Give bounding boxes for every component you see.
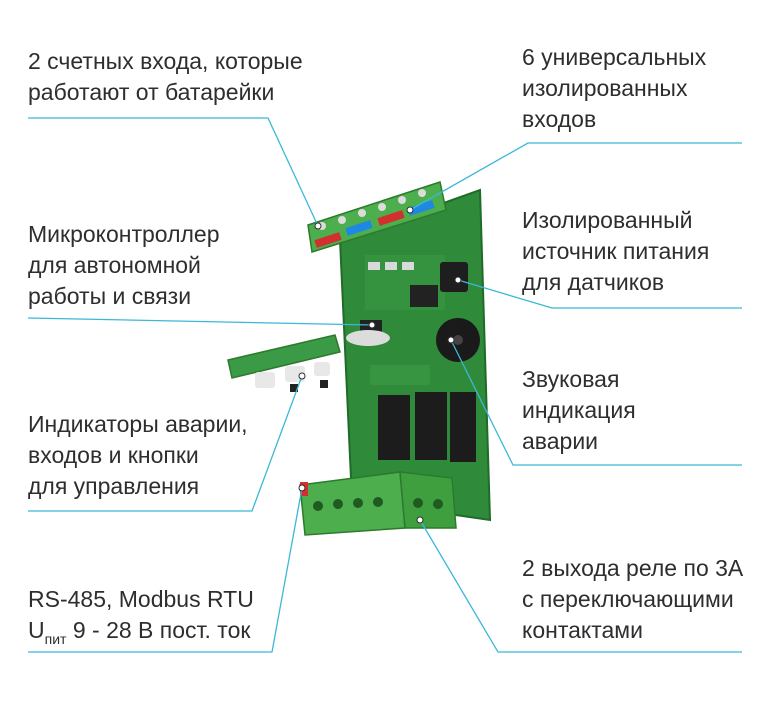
label-universal-inputs-line2: изолированных [522, 75, 688, 101]
label-sound-alarm: Звуковая индикация аварии [522, 364, 636, 457]
label-relay-outputs-line3: контактами [522, 617, 643, 643]
label-indicators-line2: входов и кнопки [28, 442, 199, 468]
leader-isolated-power [457, 279, 742, 309]
bottom-terminal-block [299, 471, 457, 536]
label-universal-inputs-line1: 6 универсальных [522, 44, 707, 70]
rs485-voltage-range: 9 - 28 В пост. ток [66, 617, 251, 643]
label-microcontroller: Микроконтроллер для автономной работы и … [28, 219, 220, 312]
label-universal-inputs: 6 универсальных изолированных входов [522, 42, 706, 135]
label-relay-outputs: 2 выхода реле по 3А с переключающими кон… [522, 553, 743, 646]
label-universal-inputs-line3: входов [522, 106, 597, 132]
rs485-voltage-subscript: пит [44, 631, 67, 647]
rs485-voltage-symbol: U [28, 617, 45, 643]
label-sound-alarm-line1: Звуковая [522, 366, 620, 392]
dot-isolated-power [454, 276, 462, 284]
leader-counter-inputs [28, 117, 319, 227]
label-isolated-power-line3: для датчиков [522, 269, 665, 295]
leader-universal-inputs [409, 142, 742, 211]
top-terminal-block [307, 181, 447, 253]
label-microcontroller-line2: для автономной [28, 252, 201, 278]
label-indicators-line1: Индикаторы аварии, [28, 411, 248, 437]
label-rs485-line2: Uпит 9 - 28 В пост. ток [28, 615, 254, 655]
dot-universal-inputs [406, 206, 414, 214]
label-indicators: Индикаторы аварии, входов и кнопки для у… [28, 409, 248, 502]
label-sound-alarm-line2: индикация [522, 397, 636, 423]
label-isolated-power: Изолированный источник питания для датчи… [522, 205, 709, 298]
label-counter-inputs: 2 счетных входа, которые работают от бат… [28, 46, 303, 108]
label-relay-outputs-line1: 2 выхода реле по 3А [522, 555, 744, 581]
label-isolated-power-line1: Изолированный [522, 207, 693, 233]
label-isolated-power-line2: источник питания [522, 238, 710, 264]
label-counter-inputs-line2: работают от батарейки [28, 79, 275, 105]
dot-microcontroller [368, 321, 376, 329]
label-rs485-line1: RS-485, Modbus RTU [28, 586, 254, 612]
dot-sound-alarm [447, 336, 455, 344]
dot-rs485 [298, 484, 306, 492]
label-counter-inputs-line1: 2 счетных входа, которые [28, 48, 303, 74]
leader-relay-outputs [419, 519, 742, 653]
leader-lines [27, 117, 742, 653]
dot-counter-inputs [314, 222, 322, 230]
label-microcontroller-line3: работы и связи [28, 283, 192, 309]
leader-indicators [28, 375, 303, 512]
leader-microcontroller [27, 317, 373, 326]
label-sound-alarm-line3: аварии [522, 428, 599, 454]
dot-indicators [298, 372, 306, 380]
leader-rs485 [28, 487, 303, 653]
label-indicators-line3: для управления [28, 473, 200, 499]
pcb-board [338, 188, 492, 522]
dot-relay-outputs [416, 516, 424, 524]
label-microcontroller-line1: Микроконтроллер [28, 221, 220, 247]
label-rs485: RS-485, Modbus RTU Uпит 9 - 28 В пост. т… [28, 584, 254, 655]
label-relay-outputs-line2: с переключающими [522, 586, 734, 612]
leader-sound-alarm [450, 339, 742, 466]
leader-dots [298, 206, 462, 524]
